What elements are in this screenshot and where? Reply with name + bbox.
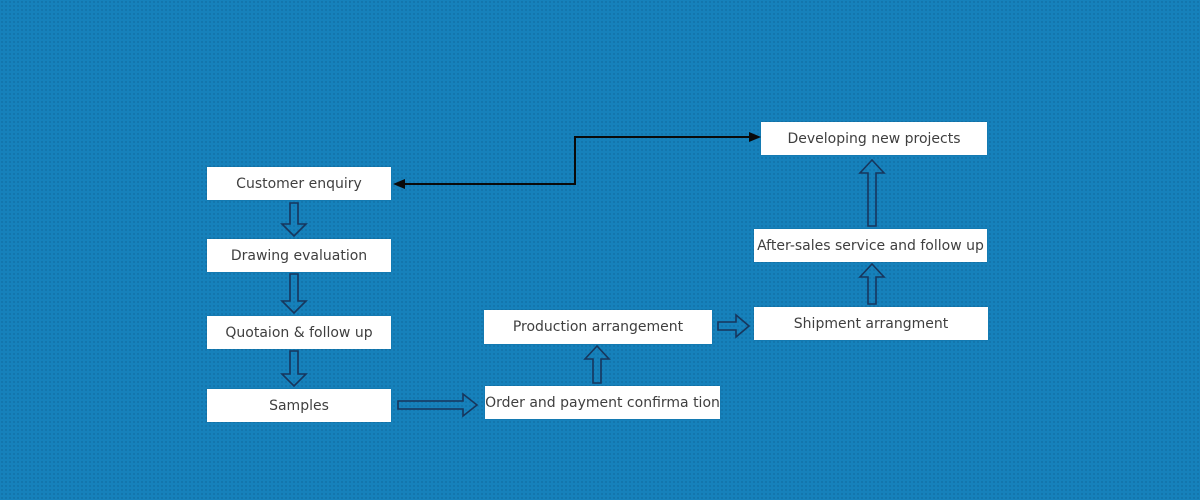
arrowhead-into-developing [749,132,761,142]
arrow-down-icon-quotation-to-samples [280,350,308,388]
arrow-up-icon-shipment-to-aftersales [858,262,886,305]
arrowhead-into-customer [393,179,405,189]
flow-box-production-arrangement: Production arrangement [484,310,712,344]
flow-box-shipment-arrangement: Shipment arrangment [754,307,988,340]
flow-box-drawing-evaluation: Drawing evaluation [207,239,391,272]
flow-box-after-sales-service: After-sales service and follow up [754,229,987,262]
arrow-right-icon-production-to-shipment [717,313,751,339]
flow-box-developing-new-projects: Developing new projects [761,122,987,155]
flow-box-order-payment-confirmation: Order and payment confirma tion [485,386,720,419]
arrow-down-icon-drawing-to-quotation [280,273,308,315]
arrow-right-icon-samples-to-order [397,392,479,418]
arrow-up-icon-order-to-production [583,344,611,384]
connector-feedback-loop [393,132,761,189]
arrow-down-icon-customer-to-drawing [280,202,308,238]
flow-box-samples: Samples [207,389,391,422]
flow-box-customer-enquiry: Customer enquiry [207,167,391,200]
arrow-up-icon-aftersales-to-developing [858,158,886,227]
flow-box-quotation-follow-up: Quotaion & follow up [207,316,391,349]
